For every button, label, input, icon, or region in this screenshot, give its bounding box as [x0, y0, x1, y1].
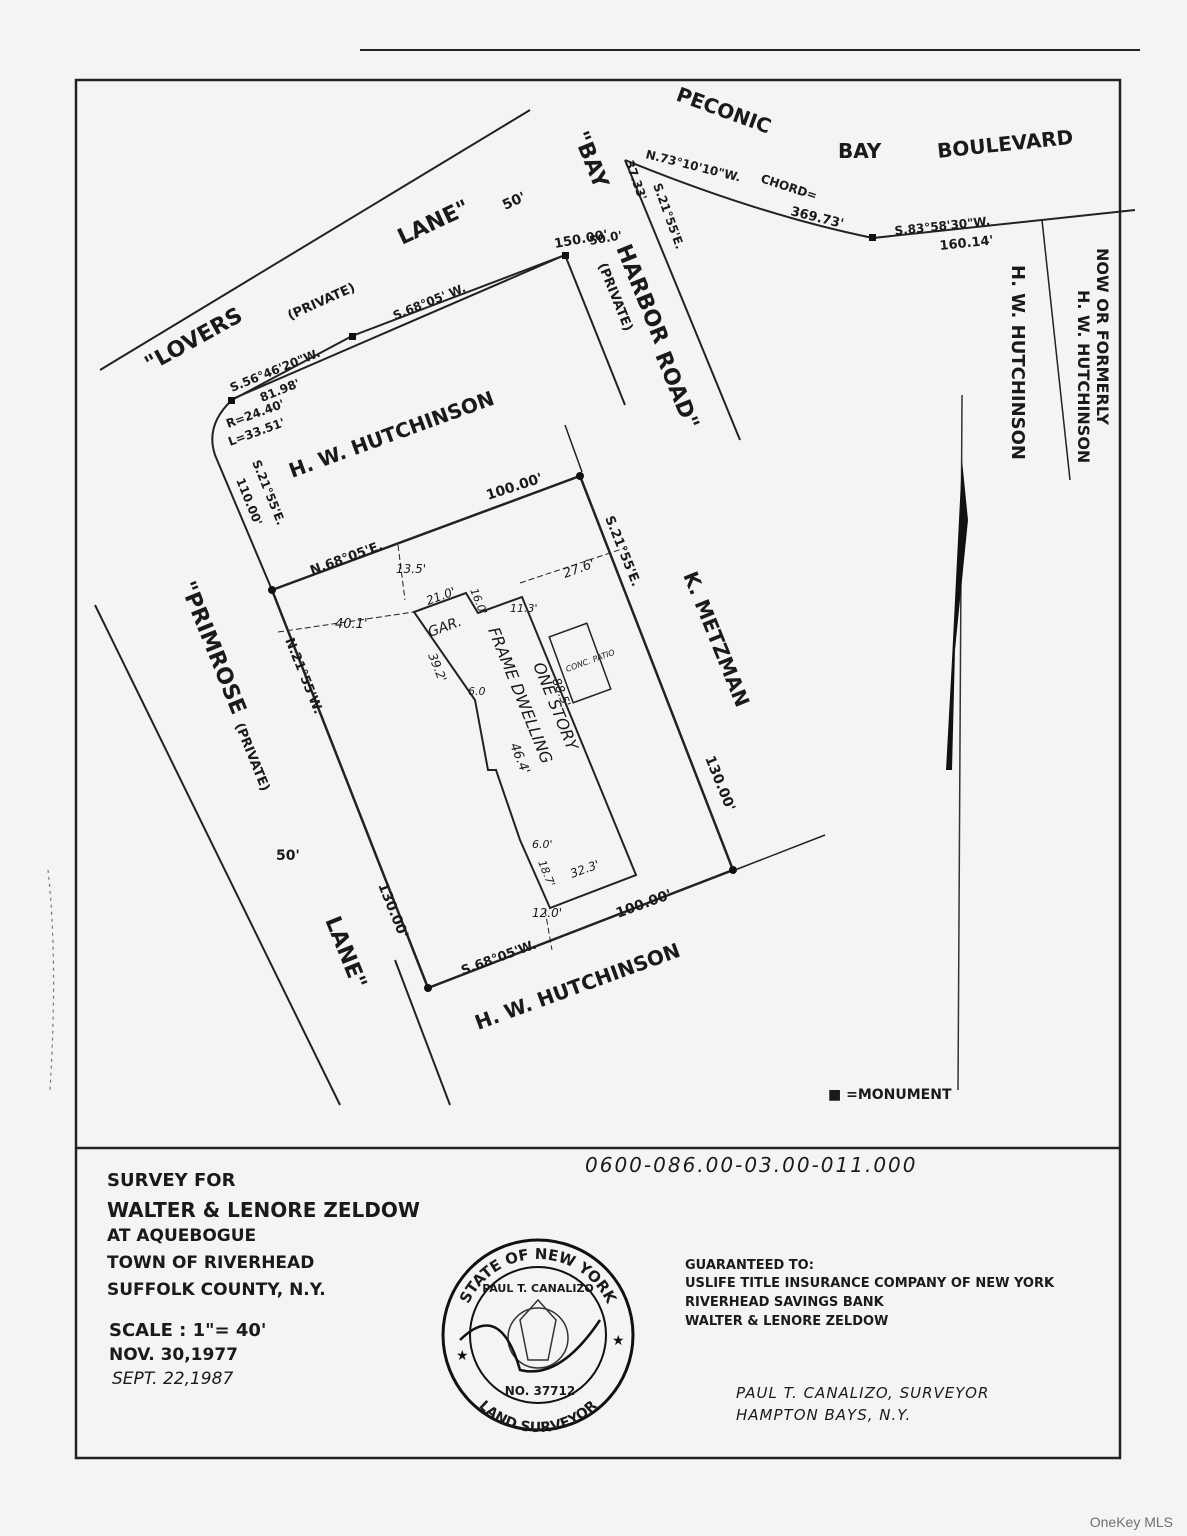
title-county: SUFFOLK COUNTY, N.Y. [107, 1280, 326, 1300]
bay-harbor-road-west [564, 254, 626, 406]
monument-marker [349, 333, 356, 340]
bearing-s21-east: S.21°55'E. [601, 514, 643, 589]
dwelling-footprint [412, 591, 638, 910]
hutchinson-east-line [1041, 219, 1071, 481]
seal-star-icon: ★ [456, 1348, 469, 1364]
road-label-primrose: "PRIMROSE [174, 578, 250, 718]
monument-marker [228, 397, 235, 404]
dim-line-east [519, 547, 626, 584]
bearing-s68-south: S.68°05'W. [459, 938, 539, 979]
dim-32: 32.3' [568, 857, 601, 880]
dim-line-south [544, 909, 553, 951]
title-client: WALTER & LENORE ZELDOW [107, 1198, 420, 1222]
offset-27: 27.6' [561, 557, 597, 582]
road-label-lovers-lane: LANE" [394, 196, 473, 251]
bay-harbor-road-east [624, 159, 741, 441]
southern-extension [734, 834, 826, 871]
road-label-primrose-lane: LANE" [319, 913, 371, 993]
distance-50: 50.0' [588, 228, 623, 248]
road-width-lovers: 50' [500, 189, 528, 213]
road-width-primrose: 50' [276, 848, 300, 864]
distance-100-south: 100.00' [614, 887, 674, 922]
offset-13: 13.5' [396, 562, 426, 576]
chord-bearing: N.73°10'10"W. [644, 147, 742, 184]
surveyor-location: HAMPTON BAYS, N.Y. [736, 1406, 912, 1424]
title-town: TOWN OF RIVERHEAD [107, 1253, 315, 1273]
offset-40: 40.1' [335, 617, 368, 632]
monument-marker [869, 234, 876, 241]
road-label-primrose-private: (PRIVATE) [231, 721, 272, 794]
guaranteed-line-1: USLIFE TITLE INSURANCE COMPANY OF NEW YO… [685, 1276, 1055, 1291]
dim-line-north [397, 544, 406, 601]
primrose-lane-edge-east [394, 959, 451, 1106]
dim-6a: 6.0 [468, 685, 486, 698]
owner-hutchinson-east: H. W. HUTCHINSON [1007, 265, 1028, 460]
road-label-bay: BAY [838, 139, 882, 163]
owner-hutchinson-north: H. W. HUTCHINSON [286, 386, 498, 483]
guaranteed-heading: GUARANTEED TO: [685, 1258, 814, 1273]
bearing-n68: N.68°05'E. [308, 539, 385, 579]
dim-6b: 6.0' [532, 838, 553, 851]
distance-130-west: 130.00' [374, 881, 411, 941]
road-label-bay-q: "BAY [567, 128, 613, 193]
tax-map-number: 0600-086.00-03.00-011.000 [585, 1153, 918, 1177]
distance-37: 37.33' [622, 158, 649, 202]
lovers-lane-edge-north [99, 109, 531, 371]
dim-12: 12.0' [532, 906, 562, 920]
guaranteed-line-3: WALTER & LENORE ZELDOW [685, 1314, 889, 1329]
seal-name: PAUL T. CANALIZO [482, 1282, 594, 1295]
dim-46: 46.4' [506, 741, 532, 777]
title-survey-for: SURVEY FOR [107, 1170, 236, 1191]
owner-now-or-formerly-name: H. W. HUTCHINSON [1074, 290, 1093, 463]
dim-21: 21.0' [424, 584, 457, 607]
title-date-2: SEPT. 22,1987 [112, 1369, 234, 1389]
scan-artifact [946, 460, 968, 770]
seal-number: NO. 37712 [505, 1384, 575, 1398]
owner-metzman: K. METZMAN [678, 568, 754, 710]
chord-length: 369.73' [789, 204, 845, 232]
primrose-lane-edge-west [94, 604, 341, 1106]
monument-marker [562, 252, 569, 259]
title-date-1: NOV. 30,1977 [109, 1345, 238, 1365]
road-label-peconic: PECONIC [673, 82, 774, 138]
watermark: OneKey MLS [1089, 1514, 1173, 1530]
chord-label: CHORD= [759, 172, 819, 203]
map-frame [74, 78, 1122, 1460]
lovers-lane-edge-south [229, 254, 566, 401]
monument-marker [268, 586, 276, 594]
monument-marker [576, 472, 584, 480]
bearing-s21-bay: S.21°55'E. [650, 181, 687, 251]
distance-100-north: 100.00' [484, 471, 544, 504]
road-label-boulevard: BOULEVARD [936, 125, 1074, 163]
monument-marker [729, 866, 737, 874]
bearing-n21-west: N.21°55'W. [281, 636, 325, 716]
dim-39: 39.2' [425, 651, 449, 684]
patio-label: CONC. PATIO [565, 648, 616, 674]
title-scale: SCALE : 1"= 40' [109, 1320, 267, 1341]
dim-line-west [277, 611, 415, 633]
surveyor-name: PAUL T. CANALIZO, SURVEYOR [736, 1384, 990, 1402]
peconic-bay-boulevard-line [872, 209, 1136, 239]
seal-star-icon: ★ [612, 1333, 625, 1349]
eastern-extension [564, 424, 583, 473]
scan-artifact [47, 869, 55, 1091]
garage-label: GAR. [426, 614, 464, 641]
title-location: AT AQUEBOGUE [107, 1226, 257, 1246]
guaranteed-line-2: RIVERHEAD SAVINGS BANK [685, 1295, 884, 1310]
owner-now-or-formerly: NOW OR FORMERLY [1093, 248, 1112, 425]
monument-marker [424, 984, 432, 992]
dim-11: 11.3' [510, 602, 538, 615]
road-label-lovers-private: (PRIVATE) [286, 281, 358, 324]
surveyor-seal: STATE OF NEW YORK LAND SURVEYOR PAUL T. … [441, 1238, 635, 1436]
patio [548, 622, 612, 704]
legend-monument: ■ =MONUMENT [828, 1087, 952, 1103]
peconic-bay-boulevard-curve [624, 159, 874, 239]
distance-160: 160.14' [939, 233, 994, 254]
road-label-road: ROAD" [649, 348, 703, 433]
